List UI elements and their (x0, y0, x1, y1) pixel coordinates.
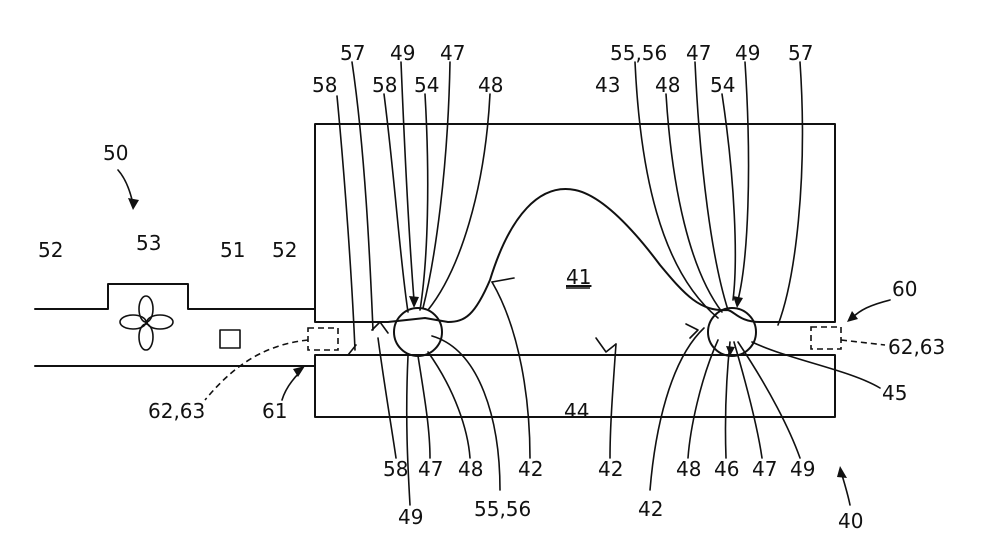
leader-42b (610, 344, 616, 458)
leader-42a (492, 282, 530, 458)
upper-mold-half (315, 124, 835, 322)
leader-48c (428, 352, 470, 458)
leader-62-63-left (205, 340, 308, 400)
arrow-60 (847, 300, 890, 322)
leader-57b (778, 62, 802, 325)
label-40: 40 (838, 509, 863, 533)
leader-62-63-right (841, 340, 885, 345)
label-58-bottom: 58 (383, 457, 408, 481)
label-52-left: 52 (38, 238, 63, 262)
leader-57a (352, 62, 373, 330)
leader-48d (688, 340, 718, 458)
leader-48b (666, 94, 722, 312)
label-54-top-b: 54 (710, 73, 735, 97)
label-49-top-a: 49 (390, 41, 415, 65)
seal-ring-left (394, 308, 442, 356)
label-47-top-b: 47 (686, 41, 711, 65)
label-43: 43 (595, 73, 620, 97)
label-42-bottom-b: 42 (598, 457, 623, 481)
label-48-top-a: 48 (478, 73, 503, 97)
arrow-50 (118, 170, 139, 210)
label-49-top-b: 49 (735, 41, 760, 65)
leader-48a (428, 94, 490, 310)
label-42-bottom-a: 42 (518, 457, 543, 481)
sensor-box (220, 330, 240, 348)
label-47-top-a: 47 (440, 41, 465, 65)
label-58-top-a: 58 (312, 73, 337, 97)
dashed-box-left (308, 328, 338, 350)
leader-58a (337, 96, 355, 350)
leader-49d (738, 342, 800, 458)
tick-42-bottom (596, 338, 616, 352)
label-54-top-a: 54 (414, 73, 439, 97)
label-60: 60 (892, 277, 917, 301)
label-55-56-bottom: 55,56 (474, 497, 531, 521)
label-62-63-left: 62,63 (148, 399, 205, 423)
leader-47d (734, 342, 762, 458)
label-49-bottom-b: 49 (790, 457, 815, 481)
label-47-bottom-b: 47 (752, 457, 777, 481)
arrowhead-49-left (409, 296, 419, 308)
label-41: 41 (566, 265, 591, 289)
label-61: 61 (262, 399, 287, 423)
leader-49b (738, 62, 749, 300)
label-48-bottom-b: 48 (676, 457, 701, 481)
label-44: 44 (564, 399, 589, 423)
label-49-bottom-a: 49 (398, 505, 423, 529)
label-50: 50 (103, 141, 128, 165)
tick-left-58 (372, 322, 388, 333)
arrowhead-49-right (733, 296, 743, 308)
label-48-bottom-a: 48 (458, 457, 483, 481)
arrow-40 (837, 466, 850, 505)
label-52-right: 52 (272, 238, 297, 262)
arrow-61 (282, 366, 305, 400)
label-58-top-b: 58 (372, 73, 397, 97)
label-47-bottom-a: 47 (418, 457, 443, 481)
label-45: 45 (882, 381, 907, 405)
leader-42-top (492, 278, 514, 282)
leader-46 (725, 342, 730, 458)
label-57-top-a: 57 (340, 41, 365, 65)
label-48-top-b: 48 (655, 73, 680, 97)
label-46: 46 (714, 457, 739, 481)
leader-54a (420, 94, 428, 310)
label-42-bottom-c: 42 (638, 497, 663, 521)
duct-upper-line (35, 284, 315, 309)
label-62-63-right: 62,63 (888, 335, 945, 359)
leader-45 (752, 342, 880, 388)
label-57-top-b: 57 (788, 41, 813, 65)
fan-icon (120, 296, 173, 350)
leader-47c (418, 356, 430, 458)
label-51: 51 (220, 238, 245, 262)
leader-49c (407, 356, 410, 505)
label-55-56-top: 55,56 (610, 41, 667, 65)
leader-49a (401, 62, 414, 300)
label-53: 53 (136, 231, 161, 255)
dashed-box-right (811, 327, 841, 349)
